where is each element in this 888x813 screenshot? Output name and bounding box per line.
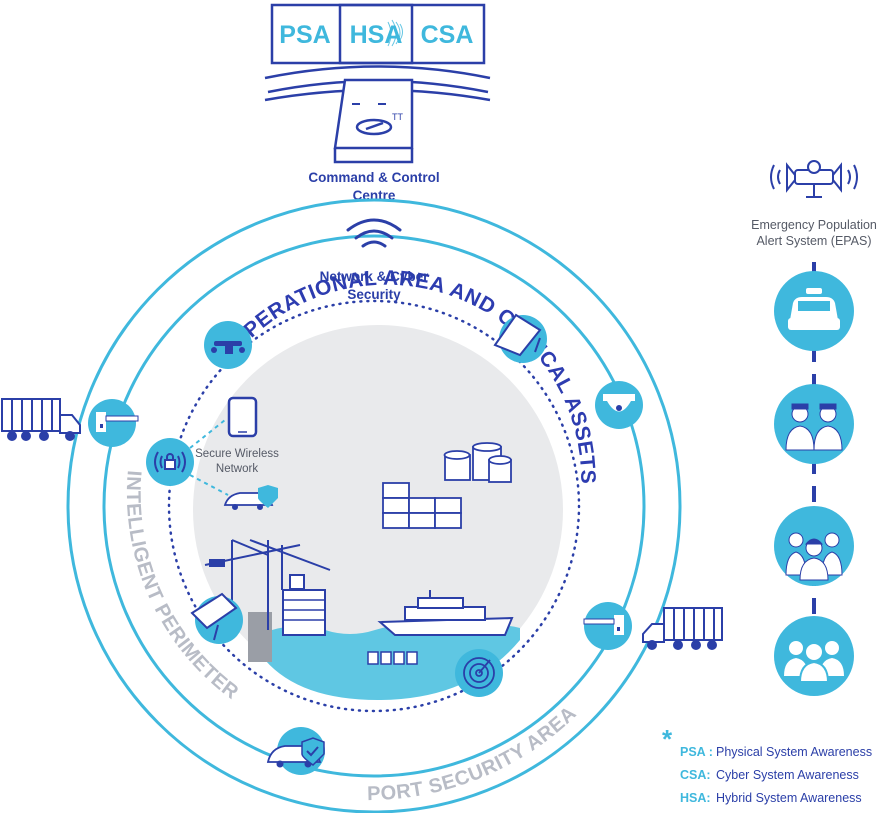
- desk: TT: [264, 65, 491, 164]
- dome-camera-icon: [603, 394, 635, 412]
- drone-node: [204, 321, 252, 369]
- barrier-gate-node-left: [88, 399, 139, 447]
- police-officers-icon: [785, 403, 843, 451]
- container-stack-icon: [382, 482, 462, 529]
- wireless-lock-icon: [154, 451, 186, 473]
- legend-asterisk: *: [662, 724, 673, 754]
- secure-wireless-label: Secure Wireless: [195, 448, 279, 460]
- cruise-ship-icon: [377, 590, 514, 636]
- floating-barrels-icon: [367, 651, 418, 665]
- wifi-icon: [346, 218, 402, 248]
- container-ship-icon: [282, 574, 326, 636]
- crane-icon: [204, 539, 331, 630]
- psa-label: PSA: [279, 21, 330, 49]
- dome-camera-node: [595, 381, 643, 429]
- harbour-water: [248, 612, 520, 700]
- hsa-label: HSA: [350, 21, 403, 49]
- container-truck-left-icon: [1, 398, 81, 441]
- csa-label: CSA: [421, 21, 474, 49]
- port-security-label: PORT SECURITY AREA: [367, 702, 581, 805]
- barrier-gate-icon-2: [583, 615, 624, 635]
- firefighters-icon: [785, 532, 843, 581]
- barrier-gate-icon: [96, 412, 139, 432]
- radar-icon: [463, 657, 495, 689]
- epas-firefighters-node: [774, 506, 854, 586]
- outer-ring-port-security: [66, 198, 682, 813]
- security-camera-icon: [493, 313, 542, 357]
- drone-icon: [211, 341, 245, 354]
- secure-car-icon: [223, 485, 278, 510]
- port-security-text: PORT SECURITY AREA: [367, 702, 581, 805]
- legend-hsa-key: HSA:: [680, 791, 711, 805]
- epas-siren-icon: [770, 160, 858, 198]
- wireless-lock-node: [146, 438, 194, 486]
- command-control-centre: PSA HSA CSA TT Command & Control Centre: [264, 3, 491, 203]
- tablet-icon: [227, 396, 258, 438]
- container-truck-right-icon: [642, 607, 723, 650]
- storage-tanks-icon: [443, 442, 512, 483]
- legend-psa-value: Physical System Awareness: [716, 745, 872, 759]
- awareness-screens: PSA HSA CSA: [270, 3, 486, 65]
- police-car-icon: [788, 288, 840, 330]
- epas-officers-node: [774, 384, 854, 464]
- epas-title: Emergency Population: [751, 218, 877, 232]
- middle-ring-intelligent-perimeter: [102, 234, 646, 778]
- inner-dotted-ring: [167, 299, 581, 713]
- legend-psa-key: PSA :: [680, 745, 713, 759]
- fingerprint-icon: [387, 19, 403, 47]
- camera-node-top: [493, 313, 547, 363]
- patrol-car-node: [266, 727, 325, 775]
- epas-police-car-node: [774, 271, 854, 351]
- network-cyber-subtitle: Security: [347, 287, 401, 302]
- legend: * PSA : Physical System Awareness CSA: C…: [662, 724, 872, 805]
- command-centre-title: Command & Control: [308, 170, 439, 185]
- legend-hsa-value: Hybrid System Awareness: [716, 791, 862, 805]
- network-cyber-title: Network & Cyber: [320, 269, 430, 284]
- wireless-links: [189, 419, 229, 496]
- legend-csa-value: Cyber System Awareness: [716, 768, 859, 782]
- population-group-icon: [784, 641, 844, 683]
- svg-text:TT: TT: [392, 112, 403, 122]
- barrier-gate-node-right: [583, 602, 632, 650]
- radar-node: [455, 649, 503, 697]
- security-camera-icon-2: [190, 592, 238, 641]
- legend-csa-key: CSA:: [680, 768, 711, 782]
- camera-node-bottom: [190, 592, 243, 644]
- secure-patrol-car-icon: [266, 737, 325, 768]
- secure-wireless-sublabel: Network: [216, 463, 258, 475]
- epas-population-node: [774, 616, 854, 696]
- epas-subtitle: Alert System (EPAS): [756, 234, 871, 248]
